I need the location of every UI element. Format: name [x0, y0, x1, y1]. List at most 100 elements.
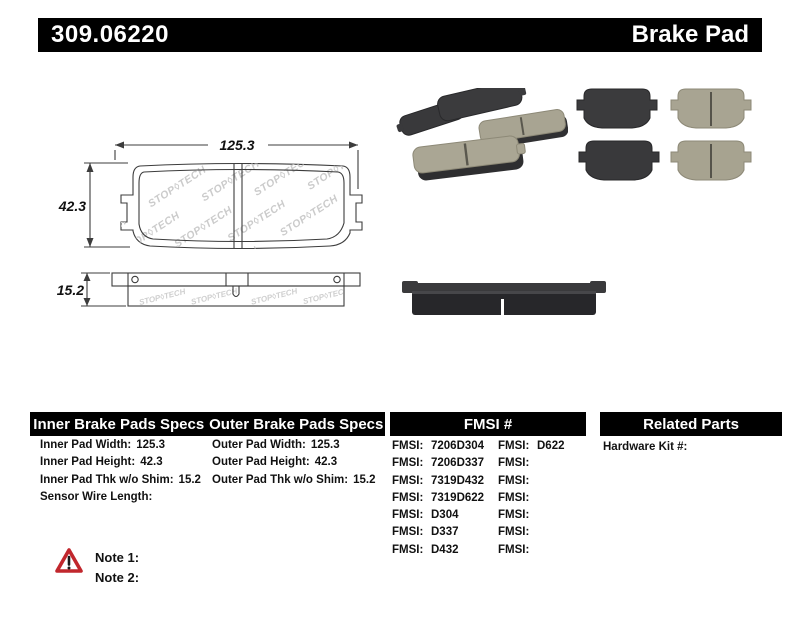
outer-specs-title: Outer Brake Pads Specs [209, 415, 384, 433]
spec-value: 15.2 [353, 473, 376, 486]
spec-value: 42.3 [314, 456, 338, 469]
dimension-thickness-label: 15.2 [57, 282, 84, 298]
table-row: FMSI:D622 [498, 440, 565, 457]
table-row: FMSI: [498, 509, 565, 526]
header-bar: 309.06220 Brake Pad [38, 18, 762, 52]
table-row: Inner Pad Height: 42.3 [40, 456, 201, 473]
notes-block: Note 1: Note 2: [95, 548, 139, 588]
fmsi-label: FMSI: [498, 526, 530, 539]
fmsi-value: 7206D304 [431, 440, 485, 452]
fmsi-value: 7319D432 [431, 474, 485, 487]
fmsi-title: FMSI # [463, 415, 513, 433]
table-row: FMSI: [498, 492, 565, 509]
spec-value: 125.3 [136, 439, 166, 451]
table-row: FMSI: [498, 475, 565, 492]
fmsi-label: FMSI: [498, 543, 530, 556]
dimension-width-label: 125.3 [219, 137, 254, 153]
table-row: Hardware Kit #: [603, 441, 693, 458]
related-parts-title: Related Parts [643, 415, 739, 433]
side-view-drawing: STOP◊TECH STOP◊TECH STOP◊TECH STOP◊TECH [111, 272, 361, 307]
fmsi-label: FMSI: [498, 474, 530, 487]
fmsi-table-col-2: FMSI:D622 FMSI: FMSI: FMSI: FMSI: FMSI: … [498, 440, 565, 561]
fmsi-label: FMSI: [498, 457, 530, 470]
svg-text:STOP◊TECH: STOP◊TECH [198, 244, 260, 290]
svg-text:STOP◊TECH: STOP◊TECH [66, 215, 128, 261]
svg-text:STOP◊TECH: STOP◊TECH [226, 198, 288, 244]
fmsi-value: D337 [431, 526, 459, 539]
inner-specs-title: Inner Brake Pads Specs [33, 415, 205, 433]
spec-label: Outer Pad Width: [212, 439, 306, 451]
fmsi-value: D622 [537, 440, 565, 452]
svg-text:STOP◊TECH: STOP◊TECH [332, 125, 380, 147]
brake-pad-tan-top [670, 88, 752, 129]
spec-value: 125.3 [310, 439, 340, 451]
pads-specs-header-bar: Inner Brake Pads Specs Outer Brake Pads … [30, 412, 385, 436]
dimension-width: 125.3 [114, 137, 359, 189]
fmsi-value: D432 [431, 543, 459, 556]
brake-pad-dark-back-upper [437, 88, 527, 122]
table-row: Inner Pad Thk w/o Shim: 15.2 [40, 474, 201, 491]
fmsi-label: FMSI: [392, 457, 424, 470]
fmsi-label: FMSI: [392, 440, 424, 452]
table-row: FMSI: D304 [392, 509, 484, 526]
spec-value: 42.3 [140, 456, 163, 469]
svg-text:STOP◊TECH: STOP◊TECH [120, 209, 182, 255]
dimension-thickness: 15.2 [57, 272, 126, 307]
product-photo-flat [576, 88, 752, 181]
brake-pad-tan-front [412, 135, 526, 181]
related-parts-header-bar: Related Parts [600, 412, 782, 436]
svg-text:STOP◊TECH: STOP◊TECH [250, 286, 298, 306]
table-row: Inner Pad Width: 125.3 [40, 439, 201, 456]
brake-pad-tan-bottom [670, 140, 752, 181]
table-row: FMSI:7319D622 [392, 492, 484, 509]
table-row: FMSI: 7206D304 [392, 440, 484, 457]
table-row: FMSI: 7206D337 [392, 457, 484, 474]
brake-pad-dark-bottom [578, 140, 660, 181]
table-row: Outer Pad Height: 42.3 [212, 456, 376, 473]
related-part-label: Hardware Kit #: [603, 441, 688, 453]
fmsi-label: FMSI: [498, 491, 530, 504]
inner-specs-table: Inner Pad Width: 125.3 Inner Pad Height:… [40, 439, 201, 508]
table-row: FMSI: D432 [392, 544, 484, 561]
product-photo-perspective [396, 88, 568, 181]
table-row: FMSI: [498, 457, 565, 474]
fmsi-label: FMSI: [392, 509, 424, 522]
table-row: FMSI: 7319D432 [392, 475, 484, 492]
table-row: FMSI:D337 [392, 526, 484, 543]
spec-label: Outer Pad Thk w/o Shim: [212, 473, 349, 486]
warning-icon [55, 548, 83, 573]
table-row: Sensor Wire Length: [40, 491, 201, 508]
svg-text:STOP◊TECH: STOP◊TECH [252, 152, 314, 198]
fmsi-value: D304 [431, 509, 459, 522]
svg-text:STOP◊TECH: STOP◊TECH [279, 125, 341, 152]
spec-value: 15.2 [178, 473, 201, 486]
fmsi-value: 7206D337 [431, 457, 485, 470]
brake-pad-edge-view [402, 281, 606, 315]
fmsi-header-bar: FMSI # [390, 412, 586, 436]
dimension-height-label: 42.3 [58, 198, 86, 214]
brake-pad-dark-top [576, 88, 658, 129]
table-row: Outer Pad Width: 125.3 [212, 439, 376, 456]
svg-text:STOP◊TECH: STOP◊TECH [199, 158, 261, 204]
fmsi-table-col-1: FMSI: 7206D304 FMSI: 7206D337 FMSI: 7319D43… [392, 440, 484, 561]
svg-text:STOP◊TECH: STOP◊TECH [358, 141, 380, 187]
spec-label: Outer Pad Height: [212, 456, 310, 469]
spec-label: Inner Pad Height: [40, 456, 136, 469]
svg-text:STOP◊TECH: STOP◊TECH [302, 286, 350, 306]
note-line-2: Note 2: [95, 570, 140, 585]
svg-text:STOP◊TECH: STOP◊TECH [172, 204, 234, 250]
spec-label: Inner Pad Width: [40, 439, 132, 451]
outer-specs-table: Outer Pad Width: 125.3 Outer Pad Height:… [212, 439, 376, 491]
svg-text:STOP◊TECH: STOP◊TECH [138, 287, 186, 307]
svg-text:STOP◊TECH: STOP◊TECH [93, 256, 155, 302]
svg-text:STOP◊TECH: STOP◊TECH [190, 286, 238, 306]
related-parts-table: Hardware Kit #: [603, 441, 693, 458]
fmsi-label: FMSI: [392, 543, 424, 556]
fmsi-label: FMSI: [392, 474, 424, 487]
spec-label: Sensor Wire Length: [40, 490, 153, 503]
fmsi-label: FMSI: [498, 509, 530, 522]
note-line-1: Note 1: [95, 550, 140, 565]
product-photo-edge [402, 281, 606, 315]
dimension-height: 42.3 [58, 162, 130, 248]
